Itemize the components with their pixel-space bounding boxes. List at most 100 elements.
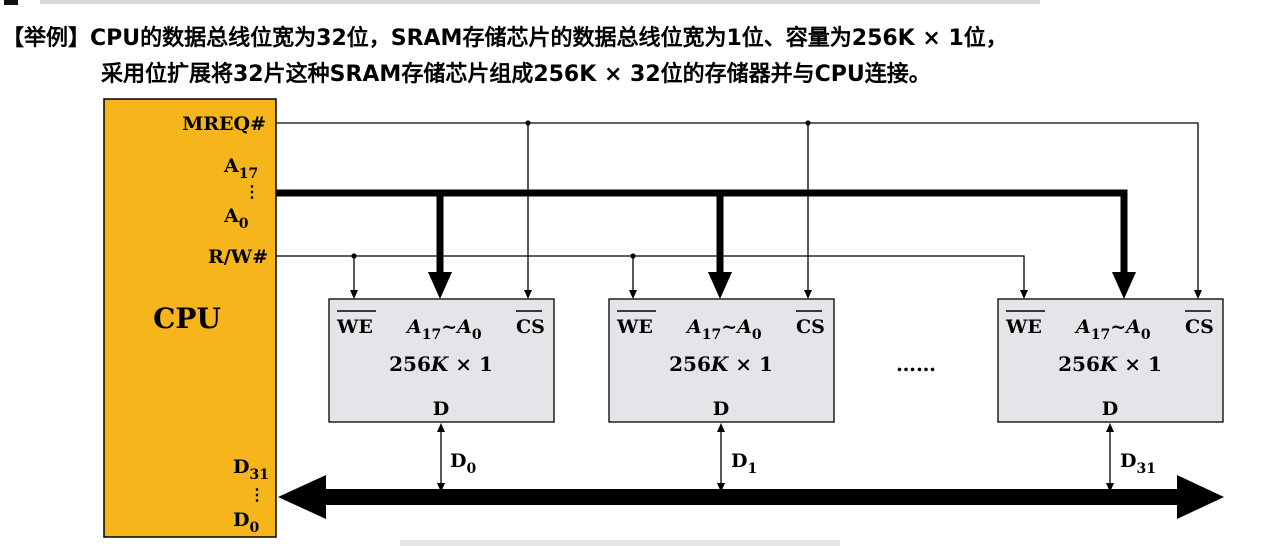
- mreq-arrow-3: [1194, 290, 1202, 299]
- sram-chip-3: WE A17~A0 CS 256K × 1 D: [997, 298, 1224, 423]
- chip-1-capacity: 256K × 1: [389, 352, 493, 376]
- mreq-arrow-1: [524, 290, 532, 299]
- data-d31-base: D: [233, 456, 249, 478]
- chip-2-tilde: ~: [721, 316, 737, 338]
- rw-arrow-1: [350, 290, 358, 299]
- chip-1-addr-hi: 17: [422, 327, 441, 343]
- addr-dots: ⋮: [244, 182, 260, 201]
- cpu-block: [103, 98, 277, 538]
- bus-label-2-base: D: [731, 450, 747, 472]
- chip-1-body: [328, 298, 555, 423]
- chip-2-capacity: 256K × 1: [669, 352, 773, 376]
- data-bus: [278, 475, 1224, 519]
- rw-arrow-3: [1020, 290, 1028, 299]
- bus-label-1-base: D: [450, 450, 466, 472]
- bus-label-3-base: D: [1120, 450, 1136, 472]
- chip-1-capacity-num: 256: [389, 352, 431, 376]
- data-d0-label: D0: [233, 509, 259, 536]
- chip-1-addr-a: A: [405, 316, 422, 338]
- mreq-junction-1: [525, 120, 531, 126]
- chip-1-we-label: WE: [336, 316, 373, 338]
- chip-1-addr-label: A17~A0: [405, 316, 482, 343]
- bus-label-2-sub: 1: [747, 461, 757, 477]
- data-connection-2-arrow-up: [717, 423, 725, 432]
- example-title-line-1: 【举例】CPU的数据总线位宽为32位，SRAM存储芯片的数据总线位宽为1位、容量…: [2, 26, 1008, 51]
- rw-line: [276, 255, 1025, 295]
- mreq-junction-2: [805, 120, 811, 126]
- bottom-faded-text: [400, 540, 840, 546]
- addr-a0-sub: 0: [239, 216, 249, 232]
- address-arrow-2: [708, 272, 732, 299]
- data-connection-2-label: D1: [731, 450, 757, 477]
- header-faded-text: [40, 0, 1040, 4]
- chip-2-capacity-rest: × 1: [728, 352, 773, 376]
- chip-1-data-pin: D: [433, 398, 449, 420]
- chip-3-capacity-rest: × 1: [1117, 352, 1162, 376]
- addr-a0-base: A: [223, 205, 239, 227]
- chip-3-capacity-k: K: [1099, 352, 1119, 376]
- chip-1-addr-lo: 0: [472, 327, 482, 343]
- header-mark: [4, 0, 18, 5]
- data-connection-3-label: D31: [1120, 450, 1156, 477]
- sram-chip-1: WE A17~A0 CS 256K × 1 D: [328, 298, 555, 423]
- chip-2-body: [608, 298, 835, 423]
- chip-3-capacity: 256K × 1: [1058, 352, 1162, 376]
- chip-1-cs-label: CS: [516, 316, 545, 338]
- chip-2-addr-lo: 0: [752, 327, 762, 343]
- chip-3-addr-lo: 0: [1141, 327, 1151, 343]
- data-d0-base: D: [233, 509, 249, 531]
- chip-2-capacity-num: 256: [669, 352, 711, 376]
- mreq-arrow-2: [804, 290, 812, 299]
- data-connection-1-label: D0: [450, 450, 476, 477]
- address-arrow-1: [428, 272, 452, 299]
- chip-2-we-label: WE: [616, 316, 653, 338]
- chip-3-data-pin: D: [1102, 398, 1118, 420]
- rw-junction-1: [351, 253, 357, 259]
- bus-label-3-sub: 31: [1136, 461, 1155, 477]
- chip-2-addr-hi: 17: [702, 327, 721, 343]
- chip-3-addr-a2: A: [1124, 316, 1141, 338]
- example-title-line-2: 采用位扩展将32片这种SRAM存储芯片组成256K × 32位的存储器并与CPU…: [101, 62, 931, 87]
- addr-a17-sub: 17: [239, 166, 258, 182]
- data-connection-1-arrow-up: [437, 423, 445, 432]
- chip-3-addr-a: A: [1074, 316, 1091, 338]
- data-connection-1-arrow-down: [437, 483, 445, 492]
- mreq-label: MREQ#: [182, 113, 266, 135]
- sram-chip-2: WE A17~A0 CS 256K × 1 D: [608, 298, 835, 423]
- chip-2-cs-label: CS: [796, 316, 825, 338]
- address-arrow-3: [1112, 272, 1136, 299]
- chip-2-addr-a2: A: [735, 316, 752, 338]
- addr-a17-label: A17: [223, 155, 258, 182]
- chips-ellipsis: ……: [896, 352, 936, 376]
- chip-1-capacity-k: K: [430, 352, 450, 376]
- rw-label: R/W#: [208, 246, 268, 268]
- chip-2-capacity-k: K: [710, 352, 730, 376]
- rw-junction-2: [630, 253, 636, 259]
- chip-3-tilde: ~: [1110, 316, 1126, 338]
- chip-3-addr-label: A17~A0: [1074, 316, 1151, 343]
- data-connection-2-arrow-down: [717, 483, 725, 492]
- top-strip: [0, 0, 1284, 7]
- rw-arrow-2: [629, 290, 637, 299]
- chip-3-we-label: WE: [1005, 316, 1042, 338]
- bus-label-1-sub: 0: [466, 461, 476, 477]
- data-connection-3-arrow-down: [1106, 483, 1114, 492]
- chip-2-data-pin: D: [713, 398, 729, 420]
- data-d31-sub: 31: [249, 467, 268, 483]
- data-connection-3-arrow-up: [1106, 423, 1114, 432]
- data-d0-sub: 0: [249, 520, 259, 536]
- chip-2-addr-a: A: [685, 316, 702, 338]
- chip-1-addr-a2: A: [455, 316, 472, 338]
- data-d31-label: D31: [233, 456, 269, 483]
- addr-a0-label: A0: [223, 205, 249, 232]
- chip-3-cs-label: CS: [1185, 316, 1214, 338]
- chip-3-body: [997, 298, 1224, 423]
- addr-a17-base: A: [223, 155, 239, 177]
- address-bus: [276, 189, 1128, 276]
- data-dots: ⋮: [249, 485, 265, 504]
- mreq-line: [276, 122, 1199, 295]
- chip-1-tilde: ~: [441, 316, 457, 338]
- cpu-label: CPU: [153, 302, 221, 335]
- chip-3-capacity-num: 256: [1058, 352, 1100, 376]
